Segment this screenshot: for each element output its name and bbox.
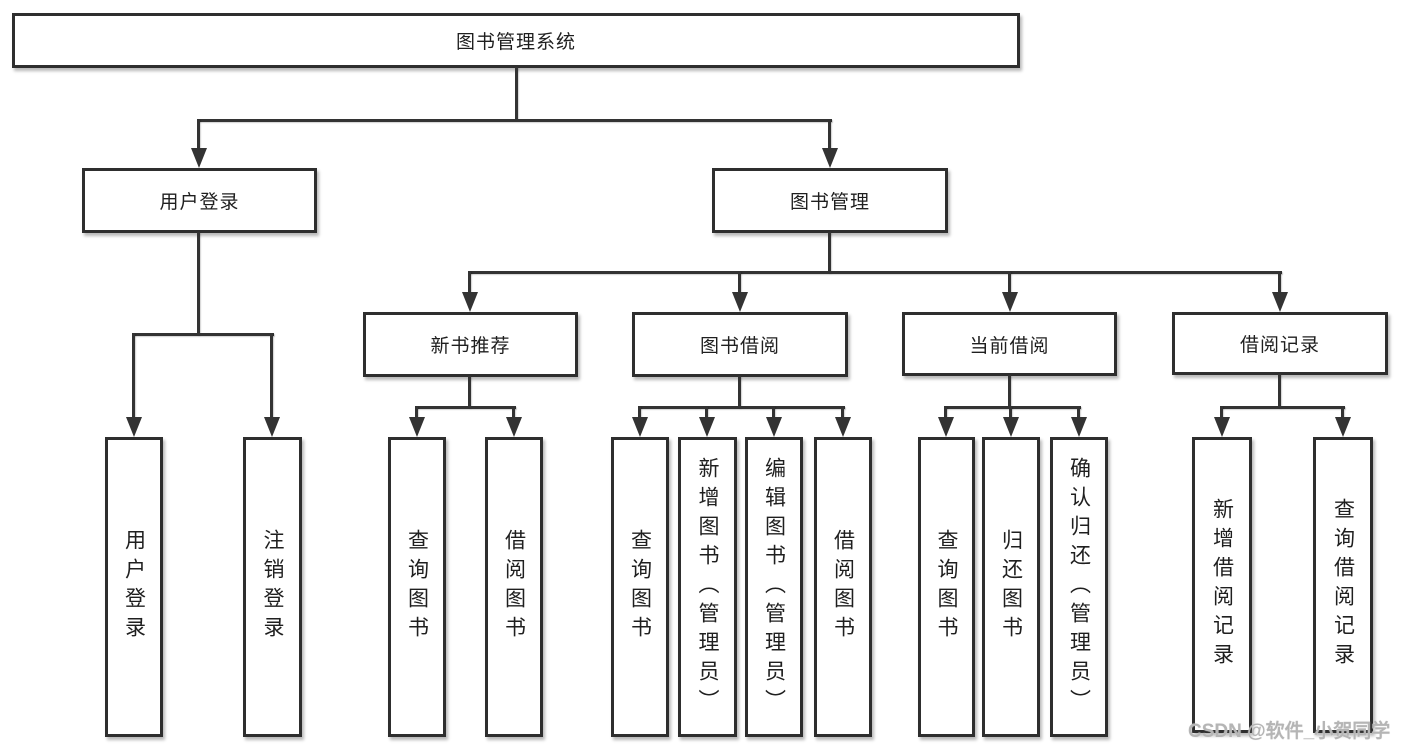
connector-line <box>1278 374 1281 408</box>
connector-line <box>638 406 641 418</box>
node-label: 用户登录 <box>159 192 240 213</box>
node-new-book-rec: 新书推荐 <box>363 312 578 377</box>
connector-line <box>705 406 708 418</box>
connector-line <box>828 232 831 273</box>
arrow-down-icon <box>732 292 748 312</box>
connector-line <box>468 376 471 408</box>
arrow-down-icon <box>1272 292 1288 312</box>
node-label: 借阅记录 <box>1239 335 1320 356</box>
node-nb-query: 查询图书 <box>388 437 446 737</box>
connector-line <box>515 67 518 120</box>
connector-line <box>1009 406 1012 418</box>
connector-line <box>1220 406 1223 418</box>
node-book-borrow: 图书借阅 <box>632 312 848 377</box>
connector-line <box>1008 271 1011 293</box>
connector-line <box>944 406 947 418</box>
arrow-down-icon <box>699 417 715 437</box>
node-label: 查询借阅记录 <box>1331 498 1355 672</box>
node-label: 注销登录 <box>261 529 284 645</box>
connector-line <box>132 333 135 418</box>
node-user-login: 用户登录 <box>105 437 163 737</box>
node-label: 新增图书（管理员） <box>696 456 719 718</box>
arrow-down-icon <box>126 417 142 437</box>
node-label: 确认归还（管理员） <box>1067 456 1091 718</box>
node-label: 借阅图书 <box>831 529 855 645</box>
node-cb-return: 归还图书 <box>982 437 1040 737</box>
arrow-down-icon <box>1003 417 1019 437</box>
node-label: 编辑图书（管理员） <box>762 456 786 718</box>
node-cb-confirm: 确认归还（管理员） <box>1050 437 1108 737</box>
connector-line <box>828 119 831 149</box>
node-br-add: 新增借阅记录 <box>1192 437 1252 733</box>
connector-line <box>772 406 775 418</box>
arrow-down-icon <box>409 417 425 437</box>
connector-line <box>512 406 515 418</box>
node-label: 图书管理 <box>789 192 870 213</box>
node-label: 新增借阅记录 <box>1210 498 1234 672</box>
connector-line <box>1278 271 1281 293</box>
arrow-down-icon <box>835 417 851 437</box>
node-label: 图书借阅 <box>699 336 780 357</box>
connector-line <box>1077 406 1080 418</box>
arrow-down-icon <box>1335 417 1351 437</box>
connector-line <box>1341 406 1344 418</box>
arrow-down-icon <box>191 148 207 168</box>
node-label: 用户登录 <box>122 529 146 645</box>
connector-line <box>415 406 516 409</box>
connector-line <box>468 271 471 293</box>
connector-line <box>638 406 845 409</box>
node-nb-borrow: 借阅图书 <box>485 437 543 737</box>
connector-line <box>198 119 832 122</box>
node-current-borrow: 当前借阅 <box>902 312 1117 376</box>
connector-line <box>415 406 418 418</box>
node-br-query: 查询借阅记录 <box>1313 437 1373 733</box>
connector-line <box>1220 406 1345 409</box>
connector-line <box>841 406 844 418</box>
arrow-down-icon <box>1002 292 1018 312</box>
node-borrow-records: 借阅记录 <box>1172 312 1388 375</box>
node-label: 当前借阅 <box>969 335 1050 357</box>
node-bb-edit: 编辑图书（管理员） <box>745 437 803 737</box>
arrow-down-icon <box>264 417 280 437</box>
node-label: 查询图书 <box>935 529 958 645</box>
node-bb-query: 查询图书 <box>611 437 669 737</box>
connector-line <box>944 406 1081 409</box>
arrow-down-icon <box>1214 417 1230 437</box>
connector-line <box>270 333 273 418</box>
arrow-down-icon <box>632 417 648 437</box>
node-user-login-group: 用户登录 <box>82 168 317 233</box>
node-root: 图书管理系统 <box>12 13 1020 68</box>
node-label: 新书推荐 <box>430 336 511 357</box>
arrow-down-icon <box>938 417 954 437</box>
node-bb-borrow: 借阅图书 <box>814 437 872 737</box>
node-bb-add: 新增图书（管理员） <box>678 437 737 737</box>
arrow-down-icon <box>506 417 522 437</box>
node-cb-query: 查询图书 <box>918 437 975 737</box>
connector-line <box>1008 375 1011 408</box>
node-label: 图书管理系统 <box>455 32 576 53</box>
arrow-down-icon <box>1071 417 1087 437</box>
node-label: 归还图书 <box>999 529 1023 645</box>
node-book-mgmt: 图书管理 <box>712 168 948 233</box>
node-label: 查询图书 <box>405 529 429 645</box>
connector-line <box>197 232 200 335</box>
arrow-down-icon <box>766 417 782 437</box>
csdn-watermark: CSDN @软件_小贺同学 <box>1188 721 1391 742</box>
connector-line <box>132 333 274 336</box>
arrow-down-icon <box>822 148 838 168</box>
connector-line <box>197 119 200 149</box>
connector-line <box>738 271 741 293</box>
arrow-down-icon <box>462 292 478 312</box>
node-label: 查询图书 <box>628 529 652 645</box>
node-label: 借阅图书 <box>502 529 526 645</box>
connector-line <box>468 271 1282 274</box>
node-logout: 注销登录 <box>243 437 302 737</box>
connector-line <box>738 376 741 408</box>
